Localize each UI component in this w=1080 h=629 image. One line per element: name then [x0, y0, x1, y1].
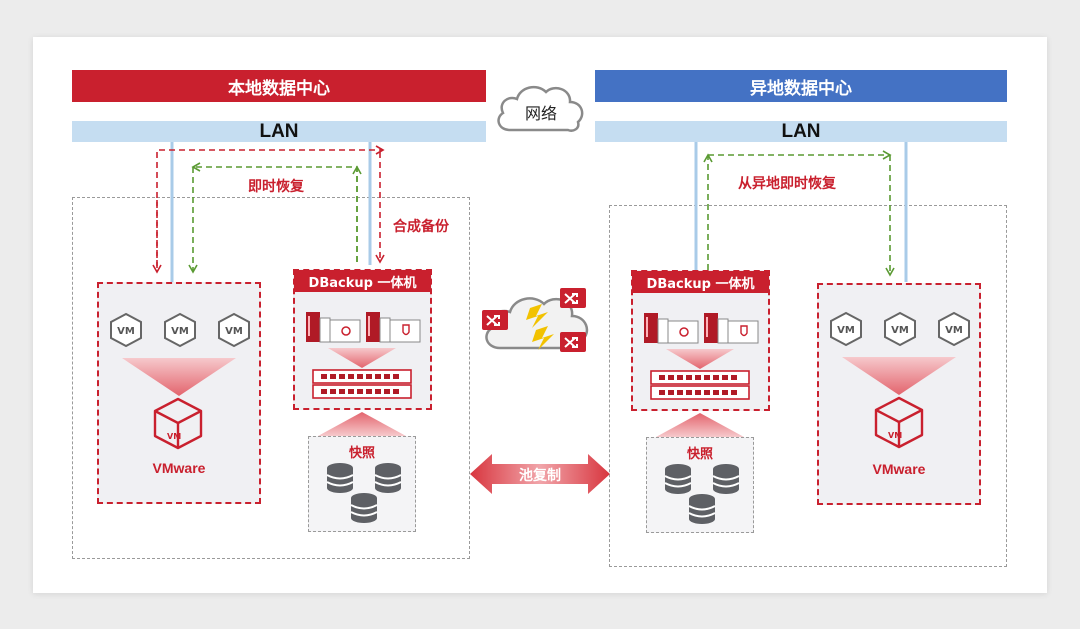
synthetic-backup-label: 合成备份	[393, 219, 449, 235]
local-vm-funnel	[122, 358, 236, 396]
remote-switch-icon	[650, 370, 750, 400]
local-cube-vm-text: VM	[167, 432, 181, 441]
local-datacenter-header: 本地数据中心	[72, 70, 486, 102]
local-snapshot-funnel	[318, 412, 406, 436]
instant-restore-label: 即时恢复	[248, 179, 304, 195]
local-vmware-cube-icon: VM	[153, 397, 203, 450]
network-cloud-icon	[497, 85, 584, 132]
vm-icon-3-text: VM	[225, 326, 243, 337]
remote-vm-icon-2-text: VM	[891, 325, 909, 336]
remote-instant-restore-label: 从异地即时恢复	[738, 176, 836, 192]
remote-vm-icon-3-text: VM	[945, 325, 963, 336]
remote-vm-funnel	[842, 357, 956, 395]
remote-snapshot-label: 快照	[686, 447, 713, 462]
remote-datacenter-header: 异地数据中心	[595, 70, 1007, 102]
local-database-icons	[326, 463, 402, 523]
vm-icon-1-text: VM	[117, 326, 135, 337]
vm-icon-2-text: VM	[171, 326, 189, 337]
remote-cube-vm-text: VM	[888, 431, 902, 440]
local-vm-icons: VM VM VM	[110, 312, 250, 348]
remote-server-icons	[644, 313, 759, 344]
local-vmware-label: VMware	[152, 460, 206, 476]
remote-vm-icon-1-text: VM	[837, 325, 855, 336]
remote-vmware-label: VMware	[872, 461, 926, 477]
remote-region	[609, 205, 1007, 567]
local-snapshot-label: 快照	[348, 446, 375, 461]
network-label: 网络	[524, 104, 557, 123]
local-server-icons	[306, 312, 421, 343]
remote-snapshot-funnel	[656, 413, 744, 437]
remote-dbackup-header: DBackup 一体机	[632, 271, 769, 293]
local-region	[72, 197, 470, 559]
pool-replication-label: 池复制	[519, 468, 561, 484]
remote-dbackup-funnel	[666, 349, 734, 369]
remote-database-icons	[664, 464, 740, 524]
remote-lan-bar: LAN	[595, 121, 1007, 142]
replication-cloud-icon	[482, 288, 589, 352]
local-lan-bar: LAN	[72, 121, 486, 142]
remote-vmware-cube-icon: VM	[874, 396, 924, 449]
pool-replication-arrow[interactable]	[470, 452, 610, 496]
local-switch-icon	[312, 369, 412, 399]
remote-vm-icons: VM VM VM	[830, 311, 970, 347]
local-dbackup-funnel	[328, 348, 396, 368]
local-dbackup-header: DBackup 一体机	[294, 270, 431, 292]
